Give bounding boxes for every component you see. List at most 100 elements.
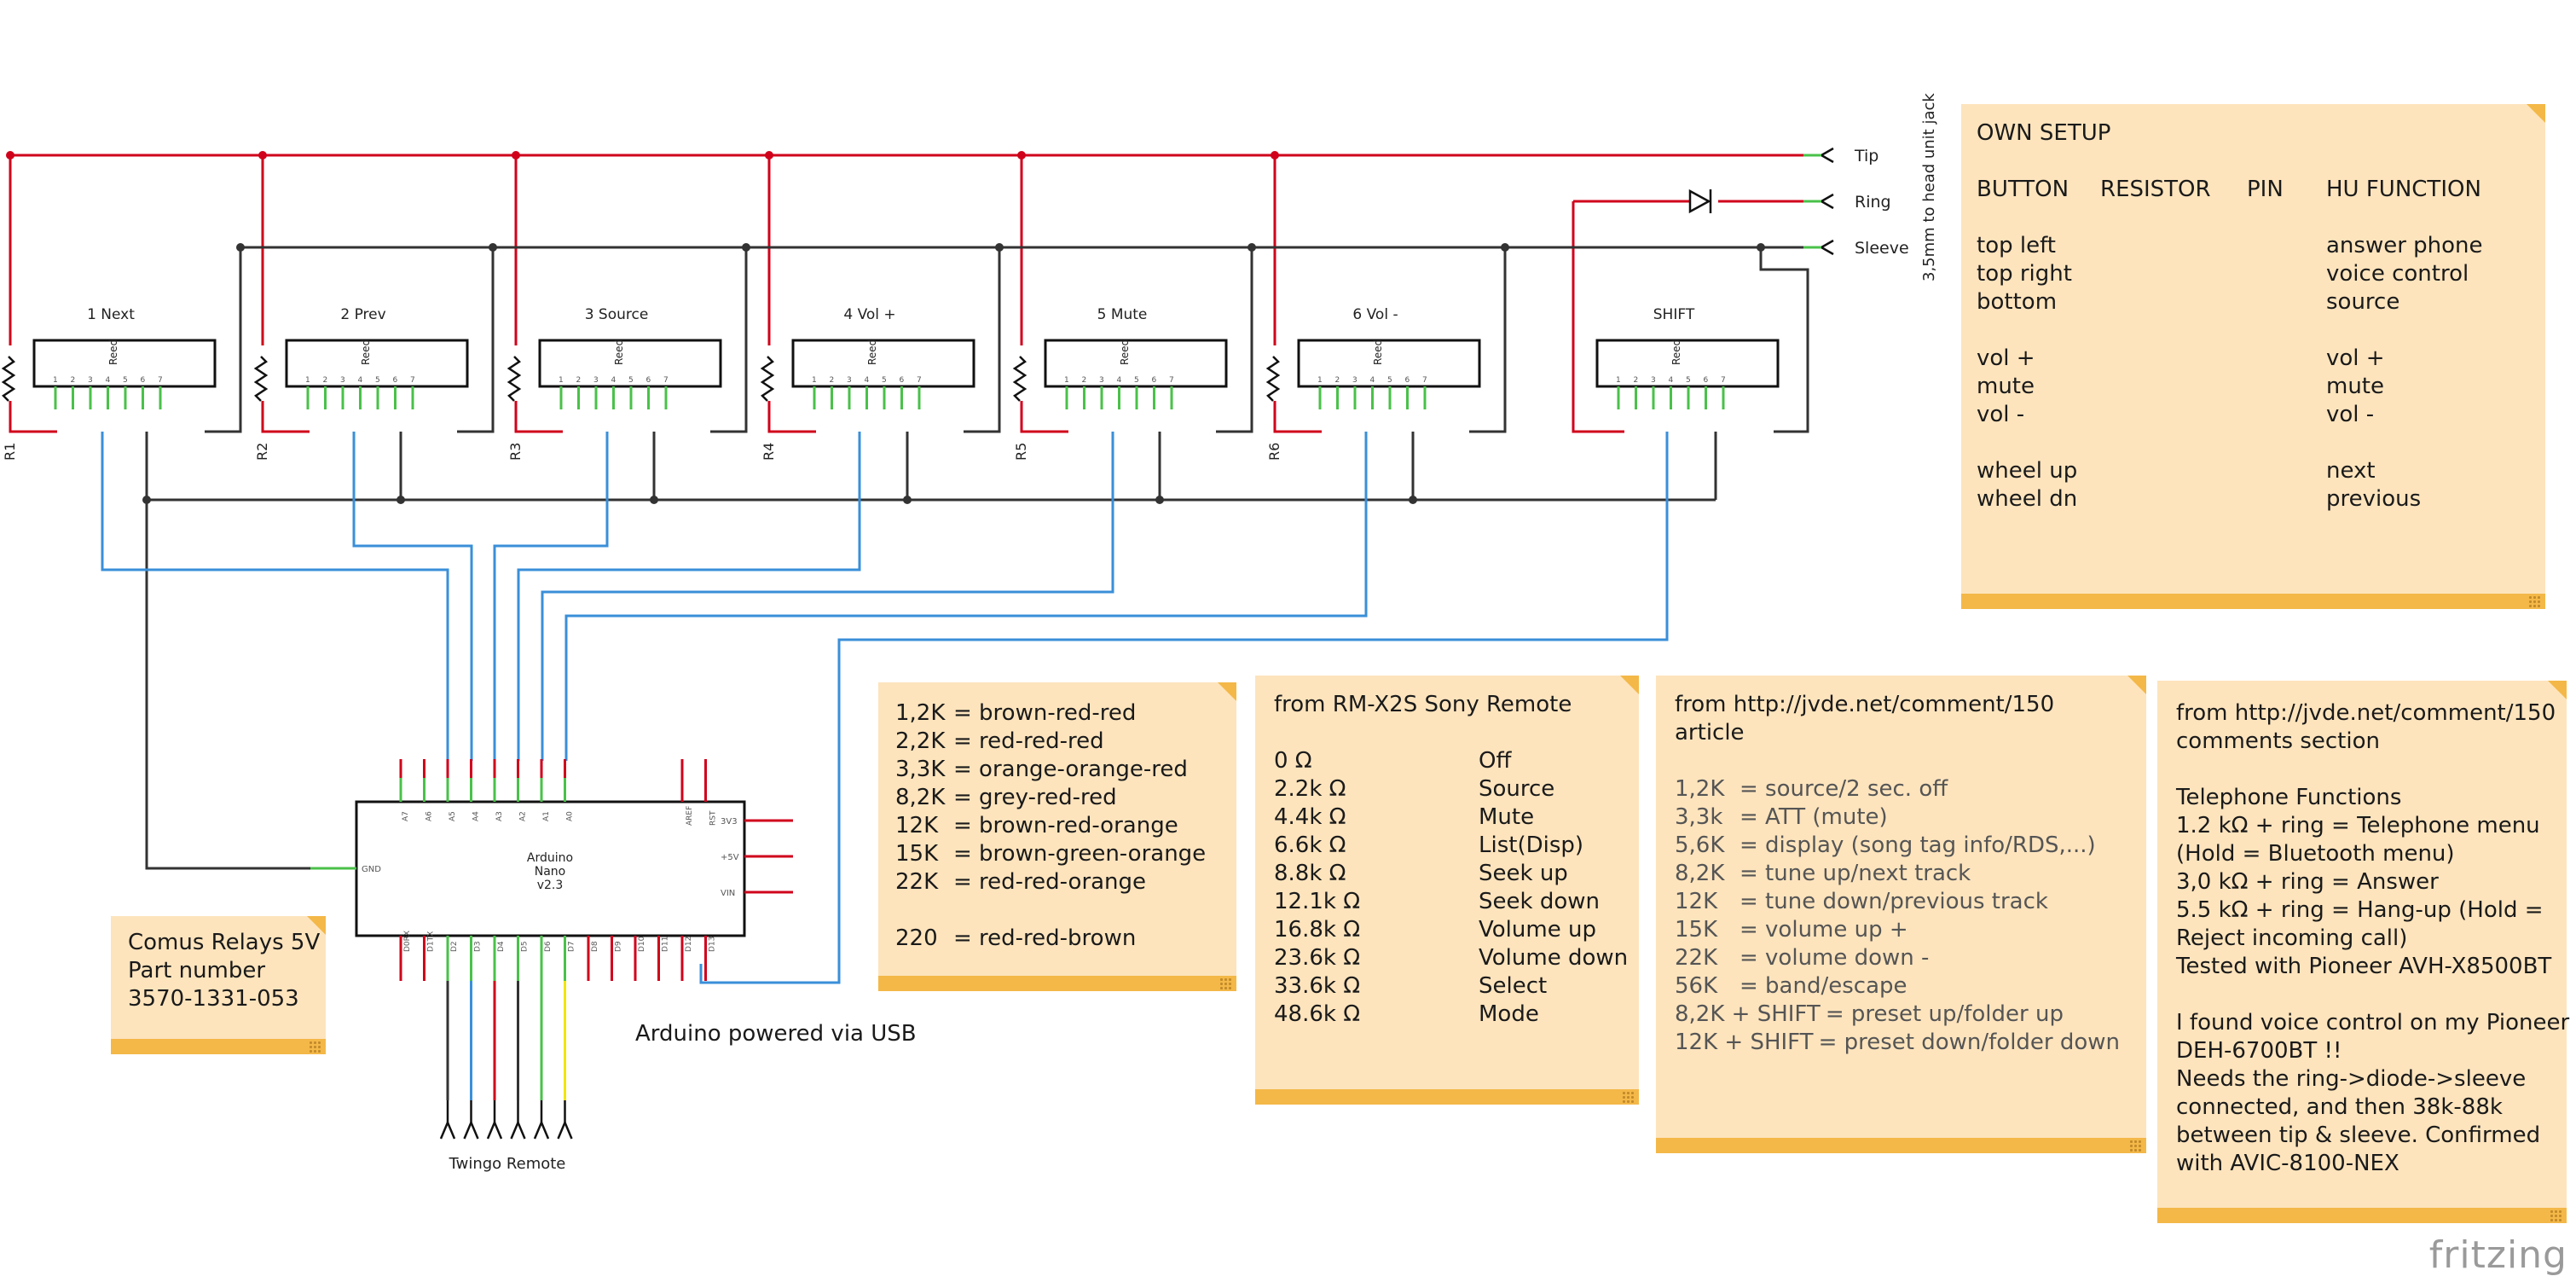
arduino-pin-label: D0RX xyxy=(403,931,412,952)
relay-label: 3 Source xyxy=(585,306,649,323)
relay-pin-number: 7 xyxy=(410,376,415,385)
sony-resistance: 23.6k Ω xyxy=(1274,945,1361,971)
color-value: 22K xyxy=(895,869,939,895)
color-bands: = brown-green-orange xyxy=(953,841,1207,867)
jvde-comment-line: from http://jvde.net/comment/150 xyxy=(2176,700,2556,726)
relay-label: 1 Next xyxy=(87,306,135,323)
resize-grip[interactable] xyxy=(2129,1140,2141,1151)
relay-pin-number: 4 xyxy=(865,376,870,385)
jvde-function: = band/escape xyxy=(1740,973,1907,999)
comus-line: 3570-1331-053 xyxy=(128,986,299,1012)
twingo-label: Twingo Remote xyxy=(449,1155,566,1173)
color-value xyxy=(895,896,953,925)
sony-resistance: 6.6k Ω xyxy=(1274,832,1346,858)
twingo-connector xyxy=(557,1119,573,1140)
arduino-pin-label: D2 xyxy=(450,941,459,952)
sony-function: Off xyxy=(1479,748,1512,774)
relay-pin-number: 4 xyxy=(1669,376,1674,385)
header-pin: PIN xyxy=(2247,177,2284,202)
arduino-pin-label: AREF xyxy=(686,806,694,826)
resize-grip[interactable] xyxy=(1219,977,1231,989)
fritzing-watermark: fritzing xyxy=(2428,1233,2567,1277)
sony-resistance: 16.8k Ω xyxy=(1274,917,1361,943)
own-setup-button xyxy=(1977,316,2326,345)
sleeve-drop xyxy=(710,247,748,433)
jvde-resistance: 1,2K xyxy=(1675,776,1725,802)
relay-pin-number: 3 xyxy=(88,376,93,385)
twingo-connector xyxy=(463,1119,479,1140)
note-bar xyxy=(878,976,1236,991)
color-row: 1,2K= brown-red-red xyxy=(895,699,1236,728)
jvde-function: = preset up/folder up xyxy=(1825,1001,2064,1027)
relay-pin-number: 2 xyxy=(323,376,328,385)
jvde-comment-line: between tip & sleeve. Confirmed xyxy=(2176,1122,2541,1148)
color-value: 3,3K xyxy=(895,757,946,782)
relay-pin-number: 3 xyxy=(1099,376,1104,385)
resistor-symbol xyxy=(1265,356,1281,402)
jvde-function: = source/2 sec. off xyxy=(1740,776,1948,802)
sony-resistance: 8.8k Ω xyxy=(1274,861,1346,886)
jvde-row: 8,2K + SHIFT= preset up/folder up xyxy=(1675,1001,2146,1029)
note-fold xyxy=(1218,682,1236,701)
jvde-row: 5,6K= display (song tag info/RDS,...) xyxy=(1675,832,2146,860)
arduino-pin-label: D3 xyxy=(474,941,483,952)
arduino-name-1: Arduino xyxy=(527,851,573,865)
arduino-pin-label: 3V3 xyxy=(721,817,738,827)
sony-resistance: 2.2k Ω xyxy=(1274,776,1346,802)
jvde-function: = ATT (mute) xyxy=(1740,804,1888,830)
jvde-comment-line: Reject incoming call) xyxy=(2176,925,2408,951)
own-setup-function: next xyxy=(2326,458,2376,484)
arduino-name-3: v2.3 xyxy=(537,879,564,892)
relay-pin-number: 7 xyxy=(1721,376,1726,385)
relay-body xyxy=(791,339,975,388)
relay-pin-number: 7 xyxy=(917,376,922,385)
resize-grip[interactable] xyxy=(309,1041,321,1053)
arduino-pin-label: D5 xyxy=(521,941,530,952)
relay-pin-number: 2 xyxy=(1335,376,1340,385)
color-bands: = brown-red-red xyxy=(953,700,1137,726)
jvde-function: = volume down - xyxy=(1740,945,1930,971)
resize-grip[interactable] xyxy=(1622,1091,1634,1103)
relay-label: 6 Vol - xyxy=(1352,306,1398,323)
jvde-function: = tune down/previous track xyxy=(1740,889,2048,914)
tip-return xyxy=(1273,401,1322,433)
relay-chip-label: Reed xyxy=(107,339,119,365)
relay-pin-number: 6 xyxy=(1152,376,1157,385)
jvde-comment-line: 5.5 kΩ + ring = Hang-up (Hold = xyxy=(2176,897,2544,923)
ring-drop xyxy=(1572,201,1624,433)
arduino-pin-label: D4 xyxy=(497,941,506,952)
jvde-comment-line xyxy=(2176,981,2567,1009)
resistor-label: R4 xyxy=(761,443,777,461)
jvde-comment-line: Needs the ring->diode->sleeve xyxy=(2176,1066,2527,1092)
color-value: 220 xyxy=(895,925,938,951)
resize-grip[interactable] xyxy=(2528,595,2540,607)
control-wire xyxy=(564,432,1368,761)
comus-line: Part number xyxy=(128,958,266,983)
jvde-comment-line: 3,0 kΩ + ring = Answer xyxy=(2176,869,2439,895)
relay-pin-number: 1 xyxy=(53,376,58,385)
arduino-pin-label: D13 xyxy=(709,937,717,952)
arduino-pin-label: A4 xyxy=(472,811,481,821)
note-bar xyxy=(2157,1208,2567,1223)
own-setup-header-row: BUTTON RESISTOR PIN HU FUNCTION xyxy=(1977,176,2545,204)
relay-pin-number: 6 xyxy=(1405,376,1410,385)
jvde-article-title-1: from http://jvde.net/comment/150 xyxy=(1675,692,2055,717)
relay-pin-number: 3 xyxy=(1651,376,1656,385)
jvde-row: 1,2K = source/2 sec. off xyxy=(1675,775,2146,803)
relay-pin-number: 2 xyxy=(830,376,835,385)
resize-grip[interactable] xyxy=(2550,1209,2562,1221)
relay-pin-number: 7 xyxy=(158,376,163,385)
relay-pin-number: 1 xyxy=(1616,376,1621,385)
resistor-symbol xyxy=(1012,356,1028,402)
